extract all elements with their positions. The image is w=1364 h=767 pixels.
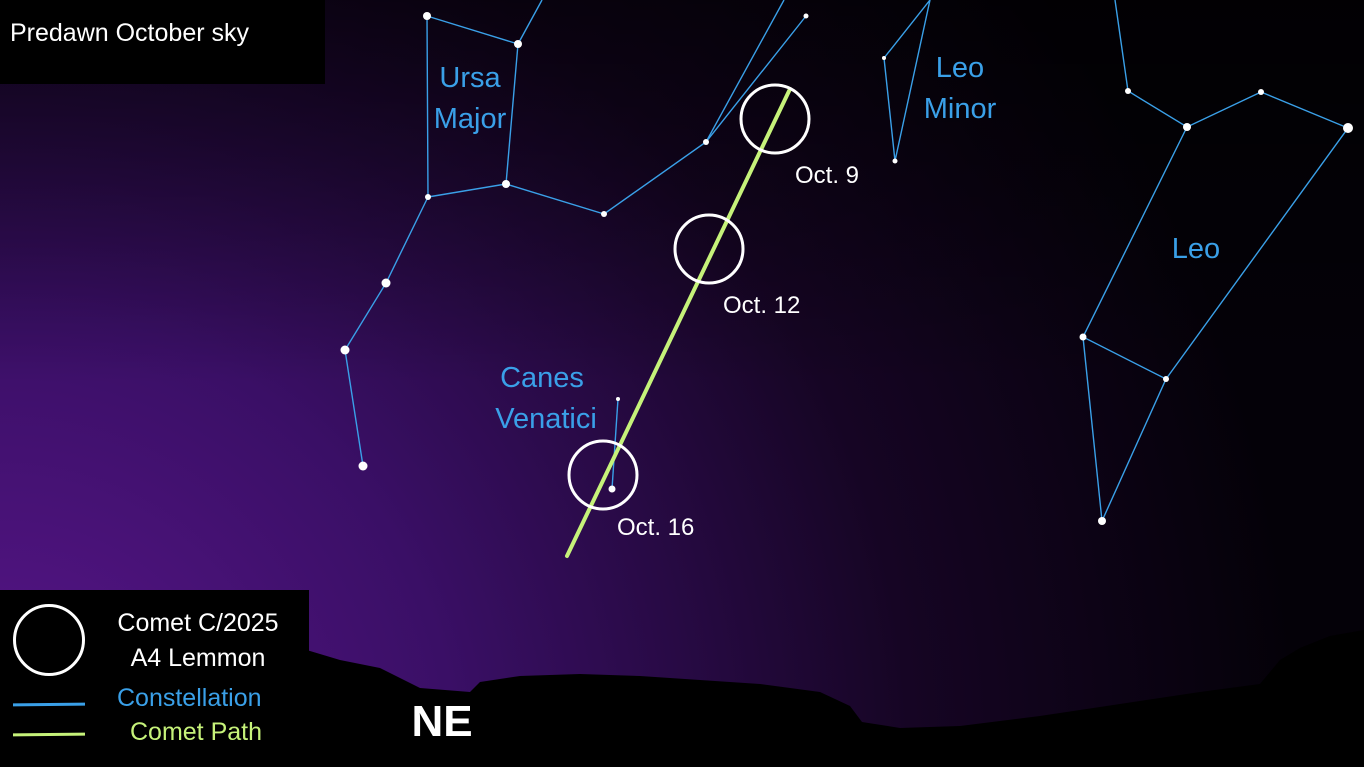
star (1125, 88, 1131, 94)
star (1079, 333, 1087, 341)
star (423, 12, 431, 20)
comet-marker-oct-16 (567, 439, 639, 511)
star (1183, 123, 1191, 131)
star (514, 40, 522, 48)
star (601, 211, 607, 217)
comet-marker-oct-12 (673, 213, 745, 285)
star (425, 194, 431, 200)
star (1098, 517, 1106, 525)
star (1343, 123, 1353, 133)
star (616, 397, 620, 401)
star (358, 461, 368, 471)
constellation-label-leo-minor-1: Leo (936, 52, 984, 84)
constellation-label-canes-venatici-2: Venatici (495, 403, 597, 435)
legend-comet-label: Comet C/2025 A4 Lemmon (100, 606, 296, 676)
comet-path-line (565, 87, 792, 558)
star (608, 485, 616, 493)
constellation-label-canes-venatici-1: Canes (500, 362, 584, 394)
star (1258, 89, 1264, 95)
constellation-label-ursa-major-2: Major (434, 103, 507, 135)
direction-label: NE (411, 697, 472, 746)
date-label-oct-9: Oct. 9 (795, 162, 859, 189)
horizon-silhouette (0, 630, 1364, 767)
star (502, 180, 510, 188)
constellation-label-ursa-major-1: Ursa (439, 62, 501, 94)
legend-comet-path-label: Comet Path (130, 718, 263, 746)
comet-marker-oct-9 (739, 83, 811, 155)
constellation-label-leo: Leo (1172, 233, 1220, 265)
date-label-oct-12: Oct. 12 (723, 292, 800, 319)
star (381, 278, 391, 288)
leo-minor-lines (883, 0, 931, 162)
star (803, 13, 809, 19)
title-box: Predawn October sky (0, 0, 325, 84)
constellation-label-leo-minor-2: Minor (924, 93, 997, 125)
stars (340, 12, 1353, 525)
date-label-oct-16: Oct. 16 (617, 514, 694, 541)
legend-comet-circle-icon (13, 604, 85, 676)
star (892, 158, 898, 164)
star (1163, 376, 1169, 382)
star (340, 345, 350, 355)
chart-title: Predawn October sky (10, 19, 249, 47)
legend-comet-label-line-1: Comet C/2025 (117, 609, 279, 637)
legend-comet-label-line-2: A4 Lemmon (130, 644, 266, 672)
star (703, 139, 709, 145)
comet-markers (567, 83, 811, 511)
legend-constellation-label: Constellation (117, 684, 262, 712)
star (882, 56, 886, 60)
